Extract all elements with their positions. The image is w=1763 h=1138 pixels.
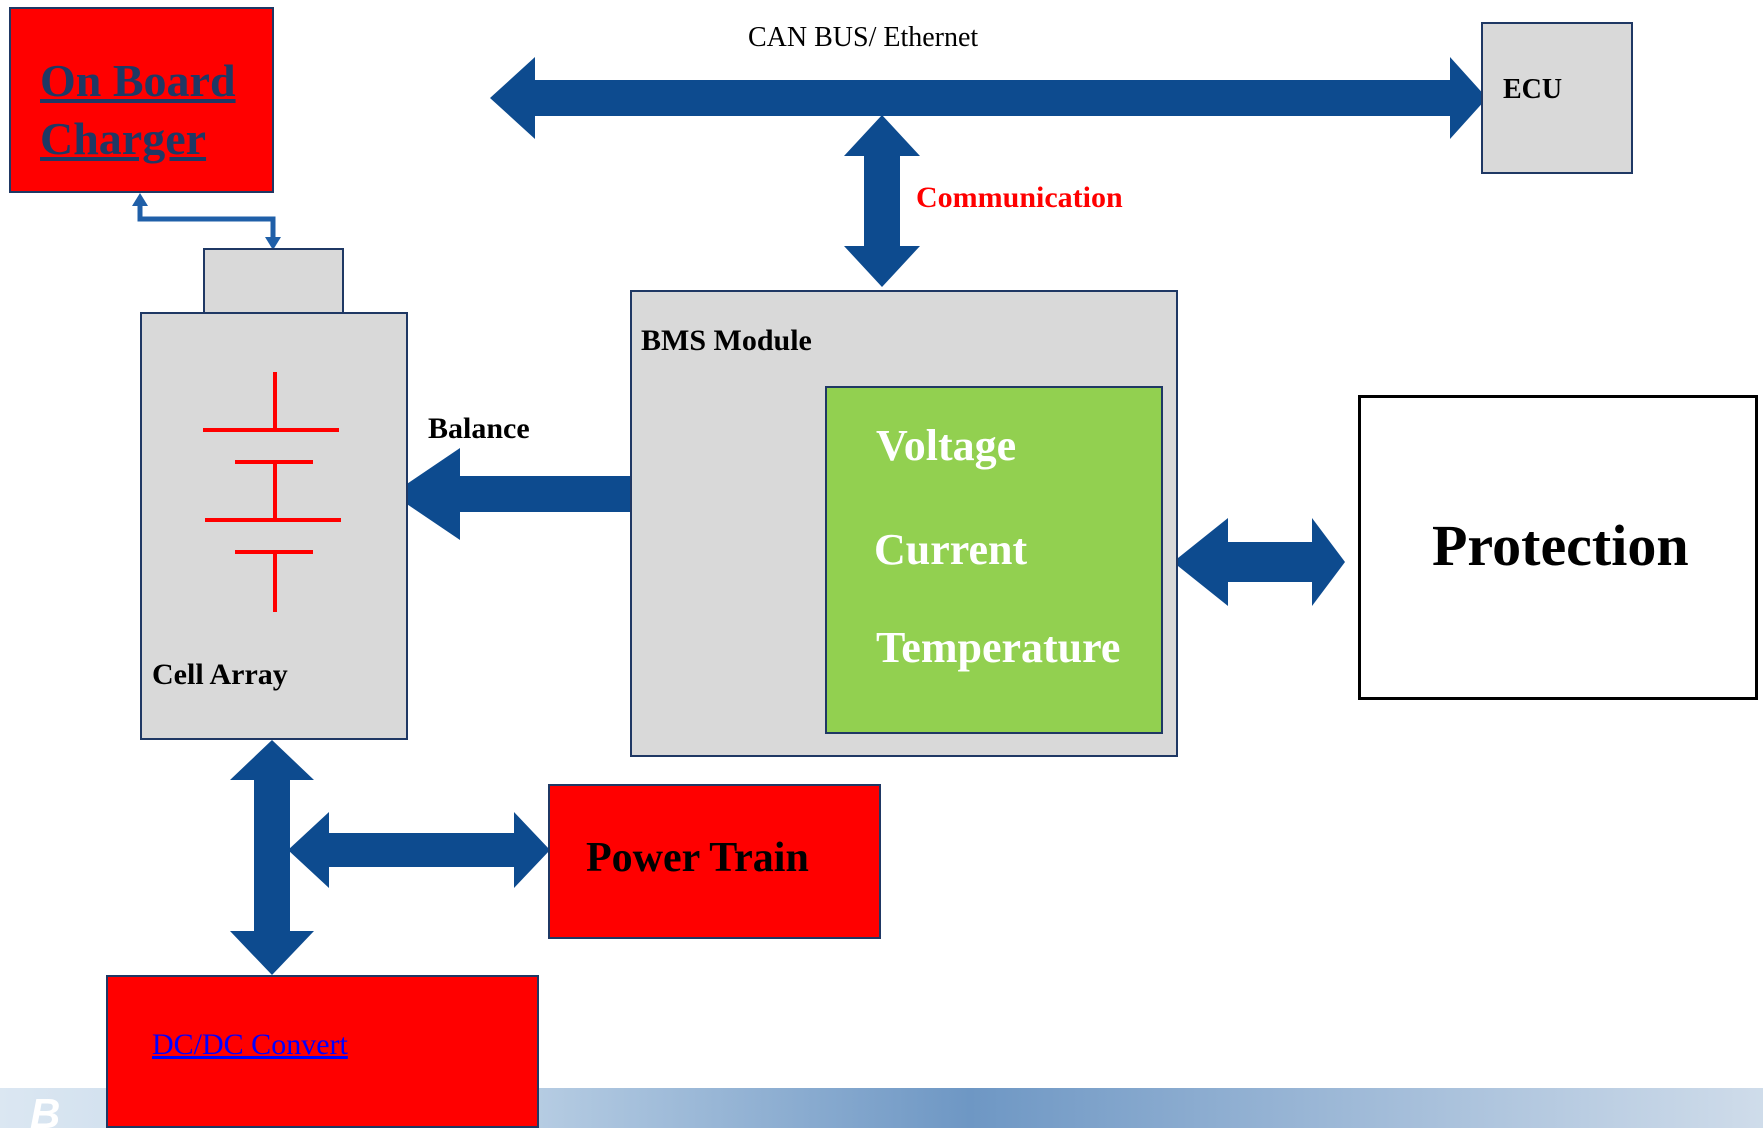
power-train-label: Power Train [586, 835, 809, 881]
sensing-block [825, 386, 1163, 734]
charger-connector-line [137, 203, 276, 240]
protection-block [1358, 395, 1758, 700]
balance-label: Balance [428, 412, 530, 445]
communication-label: Communication [916, 181, 1123, 214]
ecu-block [1481, 22, 1633, 174]
ecu-label: ECU [1503, 74, 1563, 105]
bms-module-title: BMS Module [641, 324, 812, 357]
protection-arrow [1173, 518, 1345, 606]
sensing-temperature: Temperature [876, 623, 1121, 672]
power-train-arrow [288, 812, 550, 888]
power-train-block [548, 784, 881, 939]
balance-arrow [392, 448, 792, 540]
charger-connector-arrowhead-down [265, 237, 281, 250]
communication-arrow [844, 115, 920, 287]
sensing-current: Current [874, 525, 1028, 574]
on-board-charger-block [9, 7, 274, 193]
charger-connector-arrowhead-up [132, 193, 148, 206]
dcdc-converter-label[interactable]: DC/DC Convert [152, 1028, 348, 1061]
can-bus-arrow [490, 57, 1487, 139]
dcdc-converter-block [106, 975, 539, 1128]
sensing-voltage: Voltage [876, 421, 1017, 470]
protection-label: Protection [1432, 513, 1689, 578]
cell-array-terminal [203, 248, 344, 314]
charger-label-line1[interactable]: On Board [40, 55, 236, 106]
cell-dcdc-arrow [230, 740, 314, 975]
can-bus-label: CAN BUS/ Ethernet [748, 22, 979, 53]
cell-array-label: Cell Array [152, 658, 288, 691]
footer-logo: B [30, 1090, 61, 1137]
battery-icon [203, 372, 341, 612]
charger-label-line2[interactable]: Charger [40, 113, 207, 164]
